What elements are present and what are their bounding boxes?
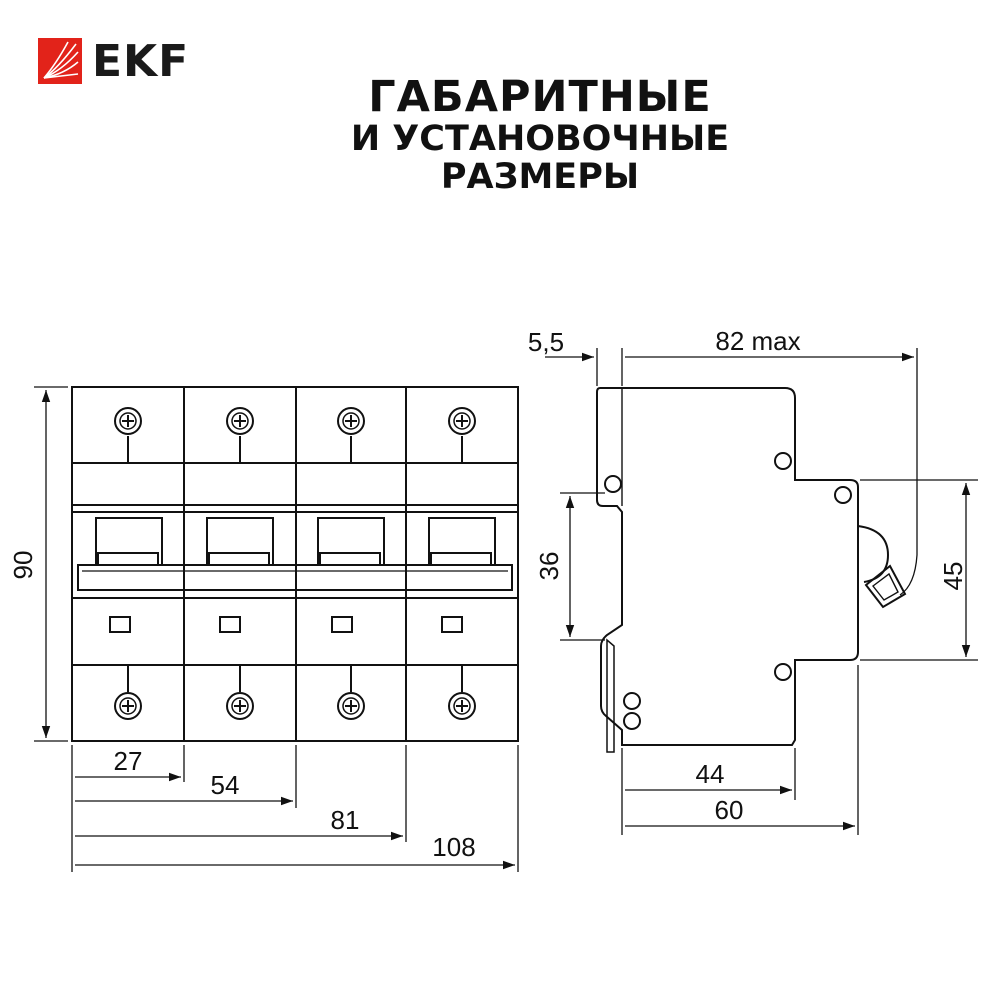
- offset-5-5-label: 5,5: [528, 327, 564, 357]
- rail-36-label: 36: [534, 552, 564, 581]
- depth-44-label: 44: [696, 759, 725, 789]
- brand-logo: EKF: [38, 38, 218, 84]
- depth-82-max-label: 82 max: [715, 326, 800, 356]
- front-dimensions: [34, 386, 519, 872]
- page-title: ГАБАРИТНЫЕ И УСТАНОВОЧНЫЕ РАЗМЕРЫ: [300, 74, 780, 196]
- front-view: [71, 386, 519, 742]
- side-body-outline: [596, 387, 859, 746]
- depth-60-label: 60: [715, 795, 744, 825]
- width-81-label: 81: [331, 805, 360, 835]
- height-90-label: 90: [8, 551, 38, 580]
- width-54-label: 54: [211, 770, 240, 800]
- title-line-1: ГАБАРИТНЫЕ: [368, 72, 712, 122]
- title-line-3: РАЗМЕРЫ: [440, 157, 640, 197]
- brand-name: EKF: [92, 36, 190, 87]
- side-dimensions: [545, 348, 978, 835]
- brand-logo-mark: [38, 38, 82, 84]
- side-view: [596, 387, 907, 753]
- width-27-label: 27: [114, 746, 143, 776]
- height-45-label: 45: [938, 562, 968, 591]
- width-108-label: 108: [432, 832, 475, 862]
- title-line-2: И УСТАНОВОЧНЫЕ: [350, 119, 730, 159]
